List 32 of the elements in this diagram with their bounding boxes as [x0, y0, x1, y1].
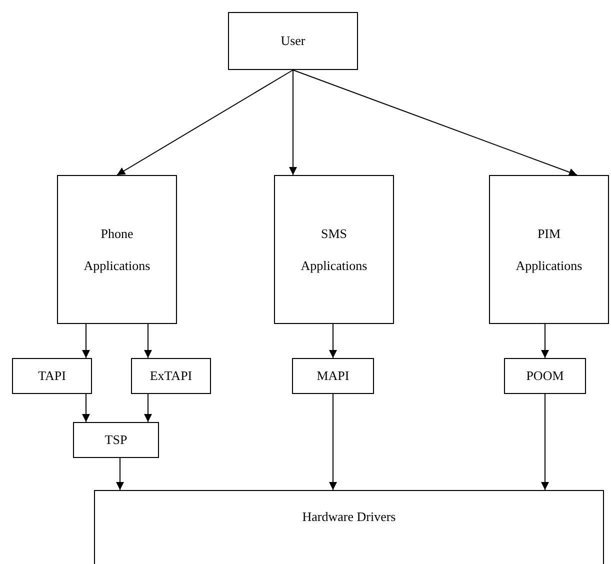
- process-box: [12, 358, 92, 394]
- process-box: [292, 358, 374, 394]
- box-label: SMS Applications: [300, 224, 368, 275]
- arrow: [541, 324, 549, 358]
- process-box: [94, 490, 604, 564]
- box-label: ExTAPI: [150, 367, 192, 385]
- arrow: [82, 324, 90, 358]
- process-box: [504, 358, 586, 394]
- arrow: [144, 394, 152, 422]
- process-box: [73, 422, 159, 458]
- box-label: Hardware Drivers: [302, 508, 396, 526]
- process-box: [131, 358, 211, 394]
- arrow: [329, 324, 337, 358]
- box-label: TSP: [104, 431, 128, 449]
- process-box: [228, 12, 358, 70]
- process-box: [57, 175, 177, 324]
- box-label: MAPI: [316, 367, 350, 385]
- process-box: [489, 175, 609, 324]
- arrow: [541, 394, 549, 490]
- arrow: [116, 458, 124, 490]
- box-label: PIM Applications: [514, 224, 584, 275]
- box-label: POOM: [526, 367, 564, 385]
- arrow: [116, 70, 294, 176]
- arrow: [82, 394, 90, 422]
- arrow: [144, 324, 152, 358]
- arrow: [329, 394, 337, 490]
- box-label: User: [280, 32, 306, 50]
- box-label: Phone Applications: [82, 224, 152, 275]
- box-label: TAPI: [38, 367, 66, 385]
- arrow: [289, 70, 297, 176]
- process-box: [274, 175, 394, 324]
- arrow: [292, 70, 578, 176]
